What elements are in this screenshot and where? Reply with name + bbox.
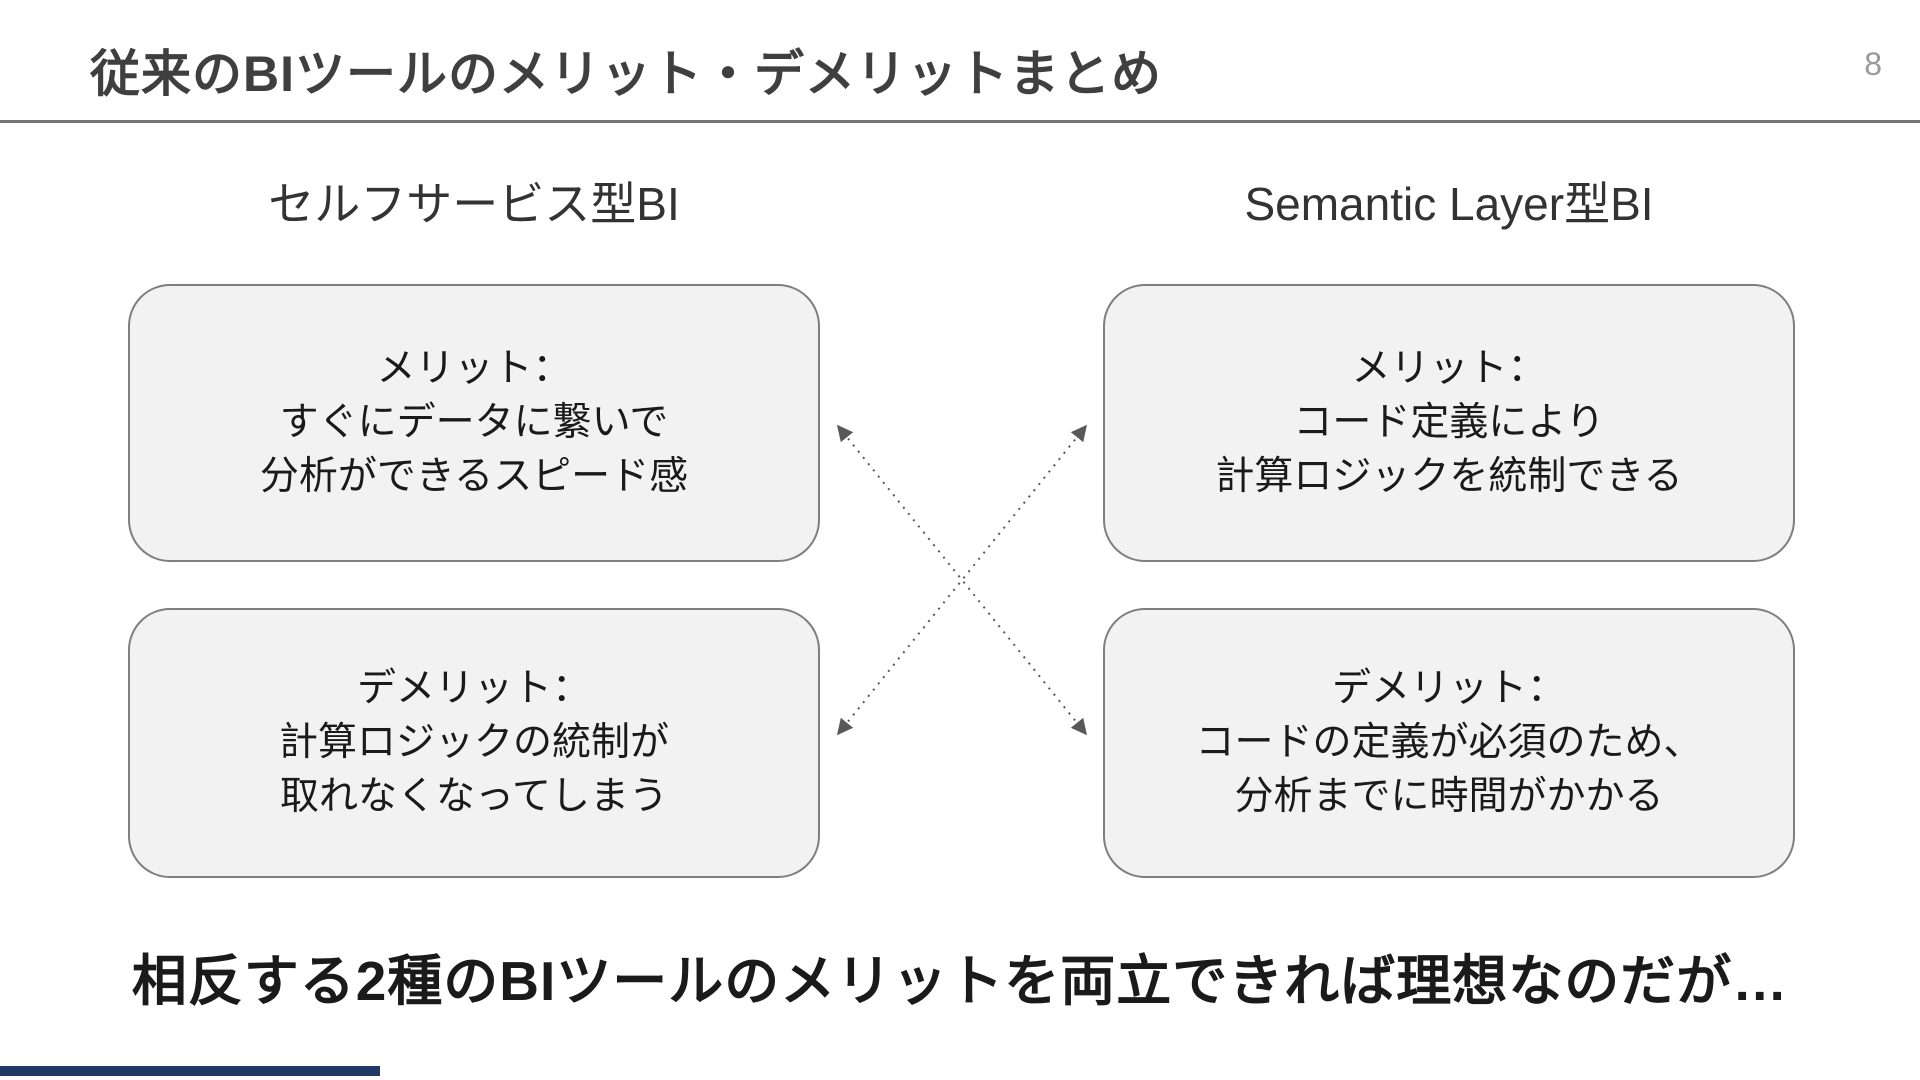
column-header-self-service-bi: セルフサービス型BI [268,178,680,230]
title-divider-line [0,120,1920,123]
page-number: 8 [1864,46,1882,82]
box-semantic-layer-merit: メリット： コード定義により 計算ロジックを統制できる [1103,284,1795,562]
box-self-service-merit: メリット： すぐにデータに繋いで 分析ができるスピード感 [128,284,820,562]
arrow-demerit-lb-to-merit-rt [836,424,1088,736]
box-semantic-layer-demerit: デメリット： コードの定義が必須のため、 分析までに時間がかかる [1103,608,1795,878]
column-header-semantic-layer-bi: Semantic Layer型BI [1244,178,1654,230]
conclusion-text: 相反する2種のBIツールのメリットを両立できれば理想なのだが… [131,950,1789,1012]
box-self-service-demerit: デメリット： 計算ロジックの統制が 取れなくなってしまう [128,608,820,878]
slide-title: 従来のBIツールのメリット・デメリットまとめ [90,46,1162,102]
footer-accent-bar [0,1066,380,1076]
arrow-merit-lt-to-demerit-rb [836,424,1088,736]
